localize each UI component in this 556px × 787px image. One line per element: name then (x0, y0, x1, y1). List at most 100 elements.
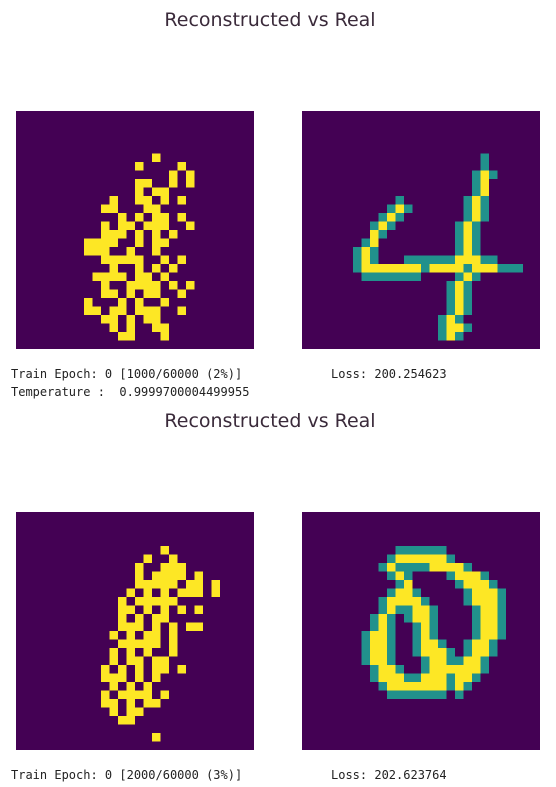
image-pixel (186, 221, 195, 230)
image-pixel (160, 238, 169, 247)
image-pixel (429, 605, 438, 614)
image-pixel (463, 221, 472, 230)
image-pixel (421, 554, 430, 563)
image-pixel (135, 563, 144, 572)
image-pixel (152, 699, 161, 708)
image-pixel (480, 179, 489, 188)
image-pixel (118, 597, 127, 606)
image-pixel (404, 571, 413, 580)
image-pixel (438, 332, 447, 341)
image-pixel (472, 622, 481, 631)
image-pixel (497, 631, 506, 640)
image-pixel (387, 554, 396, 563)
image-pixel (404, 690, 413, 699)
image-pixel (109, 323, 118, 332)
image-pixel (387, 656, 396, 665)
image-pixel (143, 315, 152, 324)
image-pixel (497, 622, 506, 631)
image-pixel (101, 673, 110, 682)
image-pixel (395, 597, 404, 606)
image-pixel (177, 588, 186, 597)
image-pixel (387, 563, 396, 572)
image-pixel (361, 272, 370, 281)
image-pixel (429, 631, 438, 640)
image-pixel (160, 213, 169, 222)
image-pixel (370, 247, 379, 256)
image-pixel (135, 639, 144, 648)
image-pixel (378, 213, 387, 222)
image-pixel (135, 306, 144, 315)
image-pixel (152, 289, 161, 298)
image-pixel (160, 605, 169, 614)
image-pixel (438, 648, 447, 657)
image-pixel (472, 187, 481, 196)
image-pixel (84, 306, 93, 315)
image-pixel (429, 639, 438, 648)
image-pixel (378, 221, 387, 230)
image-pixel (169, 554, 178, 563)
image-pixel (109, 272, 118, 281)
image-pixel (472, 580, 481, 589)
image-pixel (480, 153, 489, 162)
image-pixel (118, 272, 127, 281)
image-pixel (152, 631, 161, 640)
image-pixel (177, 289, 186, 298)
image-pixel (463, 673, 472, 682)
image-pixel (497, 597, 506, 606)
image-pixel (489, 614, 498, 623)
image-pixel (395, 196, 404, 205)
image-pixel (378, 614, 387, 623)
image-pixel (378, 656, 387, 665)
image-pixel (109, 289, 118, 298)
image-pixel (169, 580, 178, 589)
image-pixel (404, 563, 413, 572)
image-pixel (177, 563, 186, 572)
image-pixel (135, 187, 144, 196)
image-pixel (446, 315, 455, 324)
image-pixel (480, 648, 489, 657)
image-pixel (84, 298, 93, 307)
image-pixel (160, 221, 169, 230)
image-pixel (438, 639, 447, 648)
image-pixel (472, 605, 481, 614)
image-pixel (387, 588, 396, 597)
image-pixel (472, 179, 481, 188)
image-pixel (387, 673, 396, 682)
image-pixel (480, 580, 489, 589)
image-pixel (455, 230, 464, 239)
image-pixel (404, 673, 413, 682)
image-pixel (194, 588, 203, 597)
image-pixel (446, 554, 455, 563)
image-pixel (361, 656, 370, 665)
image-pixel (455, 656, 464, 665)
image-pixel (126, 682, 135, 691)
image-pixel (353, 264, 362, 273)
image-pixel (126, 699, 135, 708)
image-pixel (370, 639, 379, 648)
image-pixel (109, 315, 118, 324)
image-pixel (143, 289, 152, 298)
image-pixel (135, 690, 144, 699)
image-pixel (446, 332, 455, 341)
image-pixel (429, 690, 438, 699)
real-image (302, 512, 540, 750)
image-pixel (177, 665, 186, 674)
image-pixel (84, 247, 93, 256)
image-pixel (455, 281, 464, 290)
image-pixel (109, 682, 118, 691)
image-pixel (412, 614, 421, 623)
image-pixel (412, 554, 421, 563)
image-background (302, 111, 540, 349)
image-pixel (126, 648, 135, 657)
image-pixel (143, 605, 152, 614)
image-pixel (446, 682, 455, 691)
image-pixel (387, 622, 396, 631)
image-pixel (126, 315, 135, 324)
image-pixel (472, 204, 481, 213)
image-pixel (101, 281, 110, 290)
image-pixel (135, 707, 144, 716)
image-pixel (455, 673, 464, 682)
image-pixel (438, 264, 447, 273)
image-pixel (152, 580, 161, 589)
image-pixel (378, 597, 387, 606)
